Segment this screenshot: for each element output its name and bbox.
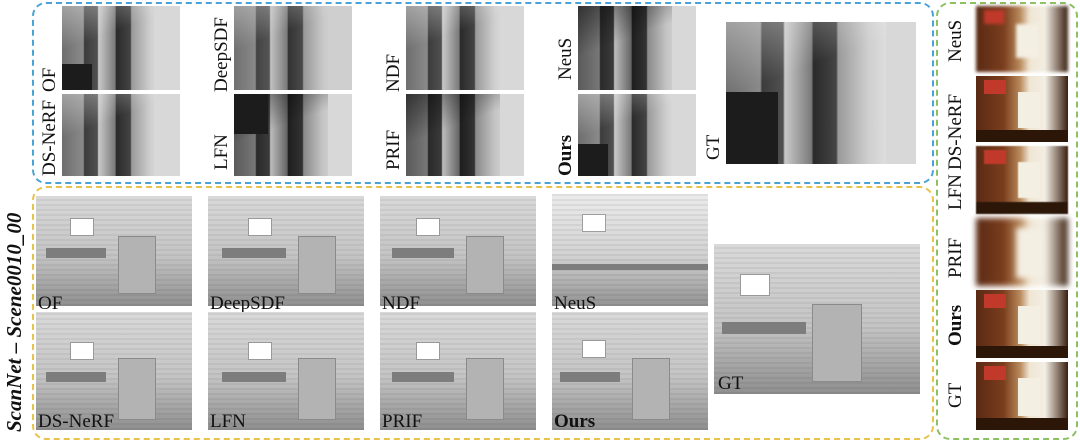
mesh-label-ours: Ours — [554, 411, 596, 432]
rgb-image-ds-nerf — [976, 76, 1068, 142]
mesh-image-neus — [552, 194, 708, 306]
depth-label-prif: PRIF — [383, 129, 404, 170]
mesh-image-ds-nerf — [36, 312, 192, 430]
rgb-label-prif: PRIF — [945, 237, 966, 278]
depth-label-lfn: LFN — [211, 134, 232, 170]
mesh-image-of — [36, 196, 192, 306]
mesh-label-of: OF — [38, 293, 63, 314]
mesh-label-lfn: LFN — [210, 411, 246, 432]
mesh-image-ours — [552, 312, 708, 430]
depth-label-of: OF — [39, 67, 60, 92]
mesh-image-ndf — [380, 196, 536, 306]
mesh-label-prif: PRIF — [382, 411, 423, 432]
mesh-label-ndf: NDF — [382, 293, 421, 314]
mesh-label-deepsdf: DeepSDF — [210, 293, 285, 314]
depth-label-ours: Ours — [555, 134, 576, 176]
rgb-image-neus — [976, 6, 1068, 72]
mesh-image-gt — [714, 244, 920, 394]
mesh-panel-frame — [32, 186, 934, 440]
depth-label-gt: GT — [703, 134, 724, 160]
depth-image-ds-nerf — [62, 94, 180, 176]
rgb-image-lfn — [976, 146, 1068, 214]
mesh-label-ds-nerf: DS-NeRF — [38, 411, 115, 432]
rgb-panel-frame — [936, 2, 1078, 440]
depth-label-ds-nerf: DS-NeRF — [39, 99, 60, 176]
depth-label-deepsdf: DeepSDF — [211, 17, 232, 92]
depth-label-ndf: NDF — [383, 53, 404, 92]
rgb-label-lfn: LFN — [945, 174, 966, 210]
mesh-image-prif — [380, 312, 536, 430]
depth-image-of — [62, 6, 180, 90]
rgb-label-gt: GT — [945, 382, 966, 408]
rgb-label-neus: NeuS — [945, 19, 966, 62]
depth-image-neus — [578, 6, 696, 90]
rgb-image-gt — [976, 362, 1068, 430]
depth-label-neus: NeuS — [555, 37, 576, 80]
rgb-image-prif — [976, 218, 1068, 286]
depth-panel-frame — [32, 2, 934, 184]
mesh-image-deepsdf — [208, 196, 364, 306]
mesh-image-lfn — [208, 312, 364, 430]
rgb-label-ours: Ours — [945, 304, 966, 346]
depth-image-deepsdf — [234, 6, 352, 90]
depth-image-prif — [406, 94, 524, 176]
rgb-label-ds-nerf: DS-NeRF — [945, 93, 966, 170]
depth-image-ndf — [406, 6, 524, 90]
mesh-label-neus: NeuS — [554, 293, 597, 314]
mesh-label-gt: GT — [718, 373, 744, 394]
rgb-image-ours — [976, 290, 1068, 358]
depth-image-gt — [726, 22, 916, 164]
depth-image-lfn — [234, 94, 352, 176]
depth-image-ours — [578, 94, 696, 176]
scene-label: ScanNet – Scene0010_00 — [2, 212, 26, 432]
